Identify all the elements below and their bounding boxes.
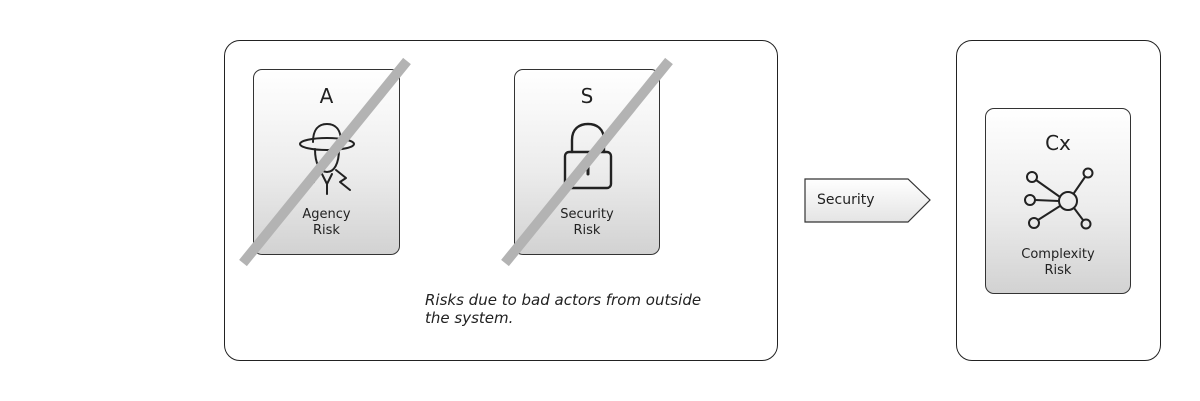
description-line2: the system. [425,309,514,327]
card-letter: Cx [1045,131,1071,155]
network-icon [1024,167,1094,230]
card-letter: A [319,84,334,108]
spy-icon [299,123,355,195]
padlock-icon [563,122,613,190]
card-label-line1: Security [560,207,614,222]
card-label-line2: Risk [313,223,340,238]
card-label-line1: Agency [302,207,351,222]
card-label-line2: Risk [573,223,601,238]
agency-risk-card: A Agency Risk [253,69,400,255]
arrow-label: Security [817,192,875,208]
description: Risks due to bad actors from outside the… [425,291,765,327]
card-letter: S [580,84,594,108]
description-line1: Risks due to bad actors from outside [425,291,702,309]
card-label-line1: Complexity [1021,247,1095,262]
security-risk-card: S Security Risk [514,69,660,255]
arrow-tag [804,178,931,223]
complexity-risk-card: Cx Complexity Risk [985,108,1131,294]
card-label-line2: Risk [1044,263,1072,278]
